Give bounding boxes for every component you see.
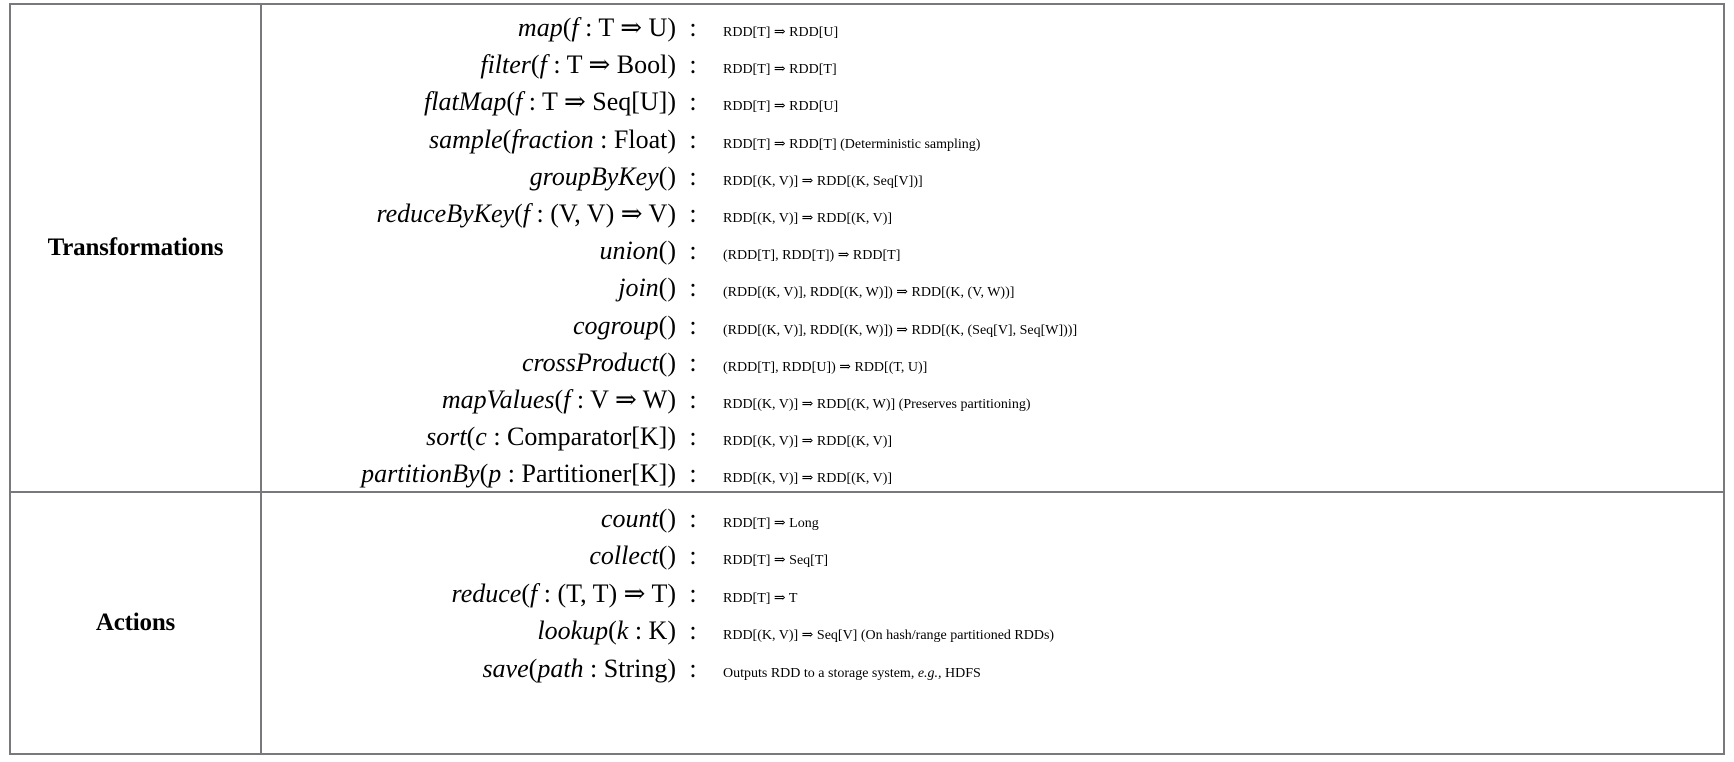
row-type: RDD[(K, V)] ⇒ RDD[(K, W)] (Preserves par… [723, 396, 1031, 412]
row-type: (RDD[(K, V)], RDD[(K, W)]) ⇒ RDD[(K, (Se… [723, 322, 1078, 338]
row-type: RDD[(K, V)] ⇒ Seq[V] (On hash/range part… [723, 628, 1055, 644]
row-type: RDD[T] ⇒ Long [723, 516, 819, 531]
row-signature: union() [599, 236, 676, 266]
row-colon: : [689, 310, 697, 340]
table-row: flatMap(f : T ⇒ Seq[U]) : RDD[T] ⇒ RDD[U… [262, 83, 1723, 120]
row-signature: reduceByKey(f : (V, V) ⇒ V) [376, 198, 676, 228]
row-colon: : [689, 13, 697, 42]
row-colon: : [689, 384, 697, 414]
row-type: RDD[T] ⇒ RDD[T] [723, 62, 837, 78]
row-signature: collect() [589, 541, 676, 571]
row-signature: partitionBy(p : Partitioner[K]) [361, 459, 676, 489]
row-colon: : [689, 50, 697, 80]
table-row: reduce(f : (T, T) ⇒ T) : RDD[T] ⇒ T [262, 575, 1723, 612]
table-row: join() : (RDD[(K, V)], RDD[(K, W)]) ⇒ RD… [262, 269, 1723, 306]
row-type: (RDD[(K, V)], RDD[(K, W)]) ⇒ RDD[(K, (V,… [723, 285, 1015, 301]
rdd-api-table: Transformations map(f : T ⇒ U) : RDD[T] … [9, 3, 1725, 755]
row-colon: : [689, 541, 697, 571]
row-type: RDD[(K, V)] ⇒ RDD[(K, V)] [723, 471, 893, 487]
section-label-transformations: Transformations [47, 234, 224, 261]
row-type: (RDD[T], RDD[T]) ⇒ RDD[T] [723, 248, 901, 264]
row-colon: : [689, 236, 697, 266]
row-colon: : [689, 422, 697, 452]
row-colon: : [689, 198, 697, 228]
table-row: cogroup() : (RDD[(K, V)], RDD[(K, W)]) ⇒… [262, 307, 1723, 344]
row-signature: sample(fraction : Float) [428, 124, 676, 154]
table-row: save(path : String) : Outputs RDD to a s… [262, 650, 1723, 687]
row-colon: : [689, 347, 697, 377]
row-type: RDD[T] ⇒ RDD[U] [723, 99, 839, 115]
row-colon: : [689, 161, 697, 191]
table-row: collect() : RDD[T] ⇒ Seq[T] [262, 537, 1723, 574]
row-signature: map(f : T ⇒ U) [517, 13, 676, 42]
actions-rows: count() : RDD[T] ⇒ Long collect() : RDD[… [262, 493, 1723, 753]
table-row: mapValues(f : V ⇒ W) : RDD[(K, V)] ⇒ RDD… [262, 381, 1723, 418]
table-row: map(f : T ⇒ U) : RDD[T] ⇒ RDD[U] [262, 9, 1723, 46]
table-row: union() : (RDD[T], RDD[T]) ⇒ RDD[T] [262, 232, 1723, 269]
row-colon: : [689, 504, 697, 533]
row-colon: : [689, 653, 697, 683]
table-section-actions: Actions count() : RDD[T] ⇒ Long collect(… [11, 491, 1723, 753]
transformations-rows: map(f : T ⇒ U) : RDD[T] ⇒ RDD[U] filter(… [262, 5, 1723, 491]
row-colon: : [689, 124, 697, 154]
row-type: RDD[T] ⇒ RDD[T] (Deterministic sampling) [723, 136, 981, 152]
row-signature: cogroup() [572, 310, 676, 340]
table-row: lookup(k : K) : RDD[(K, V)] ⇒ Seq[V] (On… [262, 612, 1723, 649]
row-signature: sort(c : Comparator[K]) [426, 422, 676, 452]
row-type: RDD[(K, V)] ⇒ RDD[(K, V)] [723, 434, 893, 450]
table-row: partitionBy(p : Partitioner[K]) : RDD[(K… [262, 455, 1723, 492]
row-signature: lookup(k : K) [537, 616, 676, 646]
row-type: RDD[T] ⇒ RDD[U] [723, 25, 839, 40]
table-row: filter(f : T ⇒ Bool) : RDD[T] ⇒ RDD[T] [262, 46, 1723, 83]
row-colon: : [689, 616, 697, 646]
row-colon: : [689, 87, 697, 117]
row-type: RDD[T] ⇒ T [723, 590, 798, 606]
row-type: RDD[(K, V)] ⇒ RDD[(K, V)] [723, 210, 893, 226]
table-row: sample(fraction : Float) : RDD[T] ⇒ RDD[… [262, 121, 1723, 158]
row-signature: count() [600, 504, 676, 533]
row-type: Outputs RDD to a storage system, e.g., H… [723, 665, 981, 681]
row-colon: : [689, 578, 697, 608]
table-row: count() : RDD[T] ⇒ Long [262, 500, 1723, 537]
row-signature: crossProduct() [521, 347, 676, 377]
table-row: sort(c : Comparator[K]) : RDD[(K, V)] ⇒ … [262, 418, 1723, 455]
section-label-actions: Actions [95, 609, 176, 636]
row-signature: join() [618, 273, 676, 303]
row-type: (RDD[T], RDD[U]) ⇒ RDD[(T, U)] [723, 359, 928, 375]
row-type: RDD[(K, V)] ⇒ RDD[(K, Seq[V])] [723, 173, 923, 189]
row-signature: save(path : String) [482, 653, 676, 683]
row-signature: flatMap(f : T ⇒ Seq[U]) [424, 87, 676, 117]
row-signature: filter(f : T ⇒ Bool) [480, 50, 676, 80]
row-type: RDD[T] ⇒ Seq[T] [723, 553, 829, 569]
row-colon: : [689, 273, 697, 303]
table-row: groupByKey() : RDD[(K, V)] ⇒ RDD[(K, Seq… [262, 158, 1723, 195]
section-label-cell-transformations: Transformations [11, 5, 262, 491]
table-section-transformations: Transformations map(f : T ⇒ U) : RDD[T] … [11, 5, 1723, 491]
row-signature: reduce(f : (T, T) ⇒ T) [451, 578, 676, 608]
table-row: reduceByKey(f : (V, V) ⇒ V) : RDD[(K, V)… [262, 195, 1723, 232]
table-row: crossProduct() : (RDD[T], RDD[U]) ⇒ RDD[… [262, 344, 1723, 381]
row-signature: mapValues(f : V ⇒ W) [441, 384, 676, 414]
row-colon: : [689, 459, 697, 489]
section-label-cell-actions: Actions [11, 493, 262, 753]
row-signature: groupByKey() [529, 161, 676, 191]
